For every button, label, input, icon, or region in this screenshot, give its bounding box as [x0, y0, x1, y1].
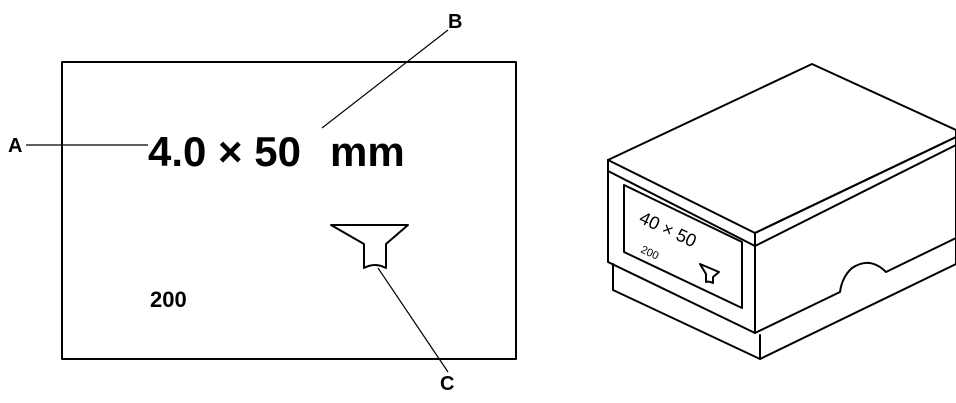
label-unit-text: mm	[330, 128, 405, 175]
callout-c: C	[377, 267, 454, 395]
box-lid-front	[607, 159, 756, 334]
callout-b-leader	[321, 29, 449, 129]
screw-box-illustration: 40 × 50 200	[607, 63, 956, 360]
box-label-panel	[623, 184, 743, 309]
callout-c-label: C	[440, 373, 454, 395]
label-dimension-text: 4.0 × 50	[148, 128, 301, 175]
callout-b: B	[321, 11, 462, 129]
callout-a-label: A	[8, 135, 22, 157]
callout-c-leader	[377, 267, 449, 373]
label-card-frame	[61, 61, 517, 360]
box-lid-right	[754, 136, 956, 334]
callout-a: A	[8, 135, 148, 157]
box-base	[612, 237, 956, 360]
countersunk-screw-head-icon	[330, 224, 409, 269]
box-countersunk-screw-head-icon	[699, 263, 720, 284]
label-card: 4.0 × 50 mm 200	[61, 61, 517, 360]
callout-b-label: B	[448, 11, 462, 33]
label-quantity-text: 200	[150, 287, 187, 312]
